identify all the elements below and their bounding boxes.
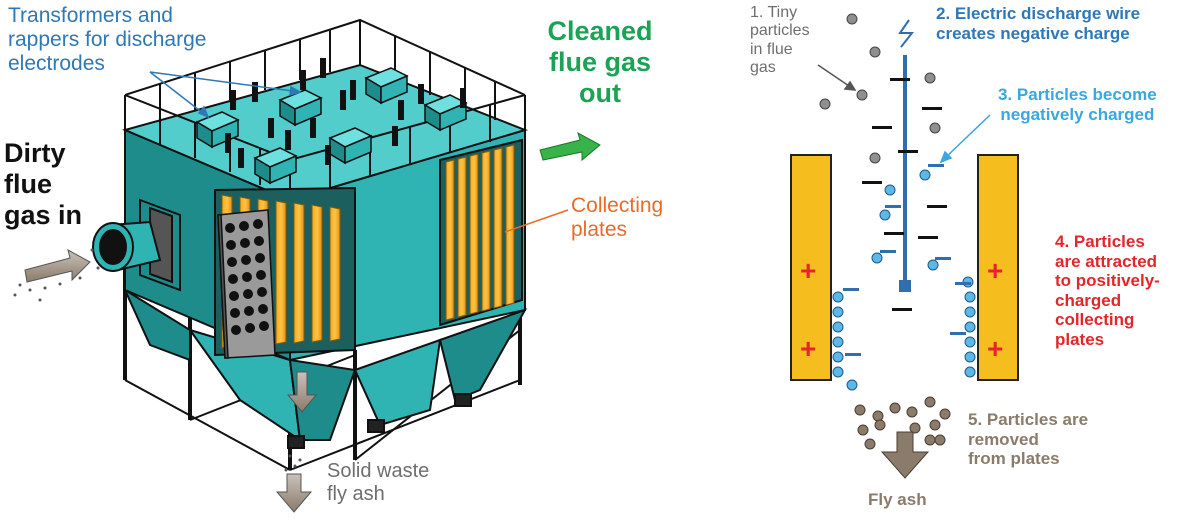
inlet-arrow bbox=[13, 248, 100, 302]
plus-sign: + bbox=[987, 255, 1004, 286]
plus-sign: + bbox=[987, 333, 1004, 364]
outlet-arrow bbox=[539, 131, 601, 162]
negative-charges-on-particles bbox=[843, 164, 971, 356]
cleaned-flue-gas-label: Cleaned flue gas out bbox=[547, 16, 653, 109]
plus-sign: + bbox=[800, 255, 817, 286]
hopper-arrow bbox=[286, 371, 318, 413]
step1-label: 1. Tiny particles in flue gas bbox=[750, 4, 810, 77]
roof-railing bbox=[124, 18, 526, 200]
plus-sign: + bbox=[800, 333, 817, 364]
fly-ash-label: Fly ash bbox=[868, 490, 927, 509]
uncharged-particles bbox=[819, 13, 941, 164]
collecting-plate-right bbox=[977, 154, 1019, 381]
distribution-holes bbox=[225, 219, 269, 335]
inlet-duct bbox=[92, 198, 181, 292]
transformers bbox=[195, 67, 468, 185]
step3-label: 3. Particles become negatively charged bbox=[998, 85, 1157, 124]
plates-callout bbox=[504, 209, 569, 233]
step2-label: 2. Electric discharge wire creates negat… bbox=[936, 4, 1141, 43]
collecting-plates-label: Collecting plates bbox=[571, 194, 664, 242]
process-schematic bbox=[790, 13, 1019, 479]
collecting-plates-rear bbox=[445, 144, 515, 321]
charged-particles bbox=[832, 169, 976, 391]
transformers-rappers-label: Transformers and rappers for discharge e… bbox=[8, 4, 207, 76]
step1-callout bbox=[817, 64, 857, 91]
transformer-callouts bbox=[149, 71, 302, 119]
collecting-plate-left bbox=[790, 154, 832, 381]
solid-waste-fly-ash-label: Solid waste fly ash bbox=[327, 460, 430, 505]
fly-ash-arrow-left bbox=[275, 454, 313, 513]
wire-weight bbox=[899, 280, 911, 292]
rappers bbox=[225, 58, 466, 168]
lightning-bolt-icon bbox=[898, 19, 915, 48]
fly-ash-particles bbox=[854, 396, 951, 450]
negative-charges bbox=[862, 78, 947, 311]
step4-label: 4. Particles are attracted to positively… bbox=[1055, 232, 1160, 349]
step3-callout bbox=[939, 114, 991, 164]
fly-ash-arrow-right bbox=[880, 431, 930, 479]
dirty-flue-gas-label: Dirty flue gas in bbox=[4, 138, 83, 231]
distribution-plate bbox=[217, 209, 276, 359]
precipitator-housing bbox=[92, 18, 529, 471]
step5-label: 5. Particles are removed from plates bbox=[968, 410, 1089, 469]
